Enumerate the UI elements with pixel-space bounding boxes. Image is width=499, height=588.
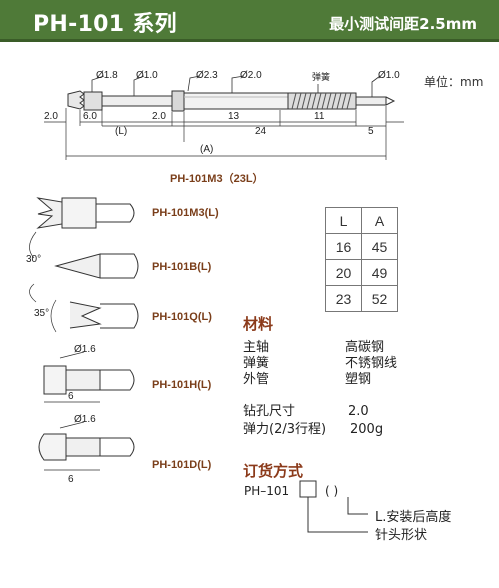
table-row: 16 45 bbox=[325, 233, 398, 260]
table-header: A bbox=[361, 207, 398, 234]
spring-label: 弹簧 bbox=[312, 71, 330, 82]
force-value: 200g bbox=[350, 422, 384, 437]
model-prefix: PH–101 bbox=[244, 484, 290, 498]
main-probe-drawing: Ø1.8 Ø1.0 Ø2.3 Ø2.0 弹簧 Ø1.0 2.0 6.0 (L) … bbox=[44, 70, 404, 185]
ordering-diagram bbox=[299, 480, 368, 533]
length-table: L A 16 45 20 49 23 52 bbox=[325, 207, 398, 312]
table-header-row: L A bbox=[325, 207, 398, 234]
drill-label: 钻孔尺寸 bbox=[243, 404, 296, 419]
dim-2.0-mid: 2.0 bbox=[152, 111, 166, 122]
material-part-2: 弹簧 bbox=[243, 356, 270, 371]
tip-shape-note: 针头形状 bbox=[375, 528, 428, 543]
dia-label-3: Ø2.3 bbox=[196, 70, 218, 81]
dia-D: Ø1.6 bbox=[74, 414, 96, 425]
dim-overall-A: (A) bbox=[200, 144, 213, 155]
table-cell: 49 bbox=[361, 259, 398, 286]
material-part-3: 外管 bbox=[243, 372, 270, 387]
material-value-2: 不锈钢线 bbox=[345, 356, 398, 371]
dim-11: 11 bbox=[314, 111, 325, 122]
materials-title: 材料 bbox=[243, 315, 274, 333]
dia-label-5: Ø1.0 bbox=[378, 70, 400, 81]
dia-label-4: Ø2.0 bbox=[240, 70, 262, 81]
main-caption: PH-101M3（23L） bbox=[170, 172, 264, 185]
table-cell: 23 bbox=[325, 285, 362, 312]
tip-label-d: PH-101D(L) bbox=[152, 459, 212, 471]
angle-30: 30° bbox=[26, 254, 41, 265]
dim-5: 5 bbox=[368, 126, 374, 137]
material-part-1: 主轴 bbox=[243, 340, 270, 355]
dim-2.0-left: 2.0 bbox=[44, 111, 58, 122]
page-title: PH-101 系列 bbox=[33, 12, 177, 37]
dim-13: 13 bbox=[228, 111, 240, 122]
tip-label-m3: PH-101M3(L) bbox=[152, 207, 219, 219]
dim-L: (L) bbox=[115, 126, 127, 137]
material-value-1: 高碳钢 bbox=[345, 340, 385, 355]
table-cell: 52 bbox=[361, 285, 398, 312]
len-H: 6 bbox=[68, 391, 74, 402]
table-cell: 16 bbox=[325, 233, 362, 260]
dia-label-2: Ø1.0 bbox=[136, 70, 158, 81]
tip-label-b: PH-101B(L) bbox=[152, 261, 212, 273]
table-cell: 45 bbox=[361, 233, 398, 260]
page-subtitle: 最小测试间距2.5mm bbox=[329, 15, 477, 33]
table-cell: 20 bbox=[325, 259, 362, 286]
force-label: 弹力(2/3行程) bbox=[243, 422, 327, 437]
length-placeholder: ( ) bbox=[325, 484, 339, 498]
dia-label-1: Ø1.8 bbox=[96, 70, 118, 81]
dim-6.0: 6.0 bbox=[83, 111, 97, 122]
tip-types-drawing: 30° 35° Ø1.6 6 Ø1.6 6 PH-101M3(L) PH-101… bbox=[26, 197, 219, 485]
drill-value: 2.0 bbox=[348, 404, 369, 419]
angle-35: 35° bbox=[34, 308, 49, 319]
dia-H: Ø1.6 bbox=[74, 344, 96, 355]
table-header: L bbox=[325, 207, 362, 234]
tip-label-q: PH-101Q(L) bbox=[152, 311, 212, 323]
length-note: L.安装后高度 bbox=[375, 510, 452, 525]
header-bar: PH-101 系列 最小测试间距2.5mm bbox=[0, 0, 499, 42]
tip-label-h: PH-101H(L) bbox=[152, 379, 212, 391]
table-row: 20 49 bbox=[325, 259, 398, 286]
unit-label: 单位：mm bbox=[424, 75, 484, 89]
material-value-3: 塑钢 bbox=[345, 372, 372, 387]
dim-24: 24 bbox=[255, 126, 267, 137]
ordering-title: 订货方式 bbox=[243, 462, 304, 480]
table-row: 23 52 bbox=[325, 285, 398, 312]
len-D: 6 bbox=[68, 474, 74, 485]
